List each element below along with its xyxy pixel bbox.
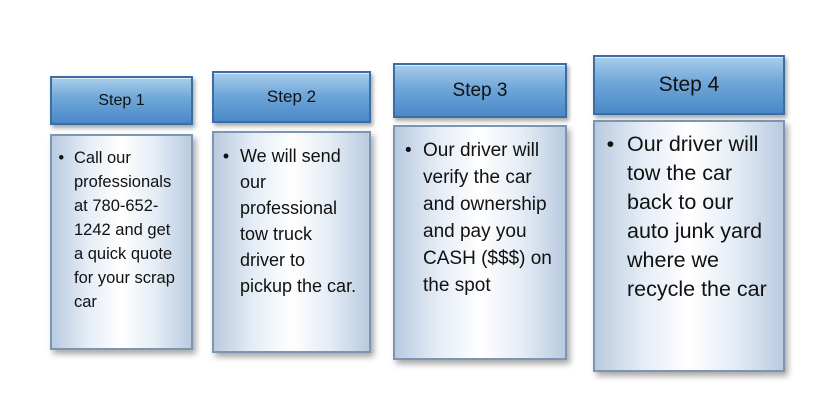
step-3-header: Step 3	[393, 63, 567, 118]
step-3-title: Step 3	[452, 79, 508, 101]
step-2-body: We will send our professional tow truck …	[212, 131, 371, 353]
step-3-body: Our driver will verify the car and owner…	[393, 125, 567, 360]
step-3-bullet: Our driver will verify the car and owner…	[405, 137, 557, 299]
step-2-bullet: We will send our professional tow truck …	[223, 143, 361, 299]
step-1-bullet: Call our professionals at 780-652-1242 a…	[58, 146, 183, 314]
step-4-card: Step 4 Our driver will tow the car back …	[593, 55, 785, 372]
step-2-title: Step 2	[266, 87, 317, 106]
step-1-body: Call our professionals at 780-652-1242 a…	[50, 134, 193, 350]
step-1-bullet-list: Call our professionals at 780-652-1242 a…	[58, 146, 183, 314]
step-2-card: Step 2 We will send our professional tow…	[212, 71, 371, 353]
step-4-header: Step 4	[593, 55, 785, 115]
step-4-body: Our driver will tow the car back to our …	[593, 120, 785, 372]
step-4-title: Step 4	[658, 73, 720, 96]
step-2-bullet-list: We will send our professional tow truck …	[223, 143, 361, 299]
step-1-card: Step 1 Call our professionals at 780-652…	[50, 76, 193, 350]
step-3-bullet-list: Our driver will verify the car and owner…	[405, 137, 557, 299]
step-1-header: Step 1	[50, 76, 193, 125]
step-4-bullet-list: Our driver will tow the car back to our …	[607, 130, 775, 304]
step-3-card: Step 3 Our driver will verify the car an…	[393, 63, 567, 360]
step-2-header: Step 2	[212, 71, 371, 123]
step-4-bullet: Our driver will tow the car back to our …	[607, 130, 775, 304]
step-1-title: Step 1	[98, 91, 145, 109]
